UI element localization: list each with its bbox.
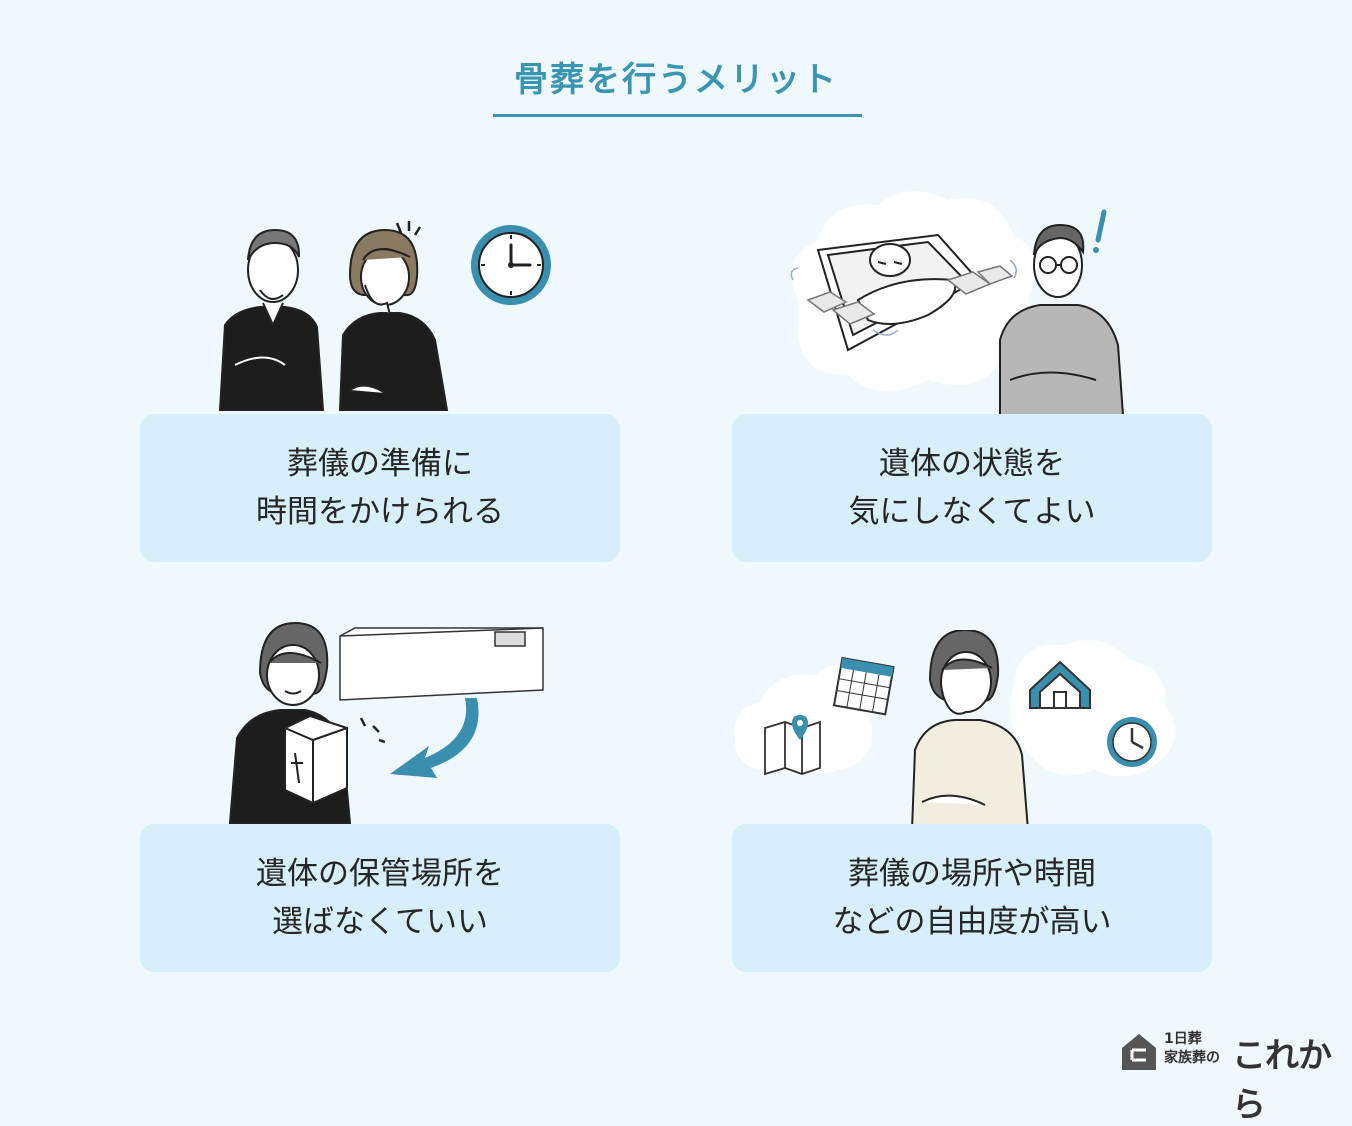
man-with-glasses bbox=[999, 223, 1125, 415]
woman-figure bbox=[228, 621, 352, 824]
small-clock-icon bbox=[1107, 717, 1157, 767]
logo-tagline: 1日葬 家族葬の bbox=[1164, 1031, 1220, 1066]
merit-card-preparation-time: 葬儀の準備に 時間をかけられる bbox=[140, 414, 620, 562]
woman-figure bbox=[338, 221, 449, 411]
card-line: 葬儀の準備に bbox=[287, 446, 473, 482]
card-line: などの自由度が高い bbox=[832, 904, 1112, 940]
illustration-couple-clock bbox=[218, 221, 551, 411]
house-logo-icon bbox=[1122, 1034, 1156, 1070]
woman-thinking bbox=[910, 630, 1030, 830]
clock-icon bbox=[471, 225, 551, 305]
map-icon bbox=[764, 720, 821, 776]
card-line: 遺体の状態を bbox=[879, 446, 1065, 482]
illustration-urn-storage bbox=[228, 621, 544, 824]
card-line: 遺体の保管場所を bbox=[256, 856, 504, 892]
box-outline bbox=[339, 627, 544, 701]
card-line: 葬儀の場所や時間 bbox=[848, 856, 1096, 892]
logo-brand: これから bbox=[1232, 1036, 1332, 1125]
card-line: 時間をかけられる bbox=[256, 494, 504, 530]
card-line: 気にしなくてよい bbox=[848, 494, 1096, 530]
title-underline bbox=[493, 114, 862, 117]
house-icon bbox=[1029, 660, 1091, 709]
brand-logo: 1日葬 家族葬の これから bbox=[1120, 1030, 1332, 1125]
exclamation-icon bbox=[1095, 209, 1107, 243]
card-line: 選ばなくていい bbox=[271, 904, 489, 940]
calendar-icon bbox=[832, 656, 895, 716]
merit-card-body-condition: 遺体の状態を 気にしなくてよい bbox=[732, 414, 1212, 562]
illustration-freedom-icons bbox=[734, 630, 1176, 830]
merit-card-flexibility: 葬儀の場所や時間 などの自由度が高い bbox=[732, 824, 1212, 972]
arrow-icon bbox=[390, 698, 479, 778]
page-title: 骨葬を行うメリット bbox=[514, 60, 838, 100]
illustration-body-dryice bbox=[790, 191, 1125, 415]
man-figure bbox=[218, 228, 325, 411]
merit-card-storage-place: 遺体の保管場所を 選ばなくていい bbox=[140, 824, 620, 972]
dry-ice-blocks bbox=[806, 265, 1014, 325]
